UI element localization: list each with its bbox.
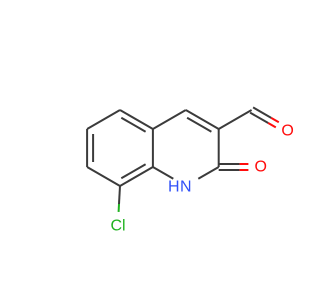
bond-c4a-c4 — [119, 109, 154, 130]
bond-cho-o-c — [252, 106, 272, 119]
keto-oxygen-label: O — [255, 159, 267, 176]
bond-c4a-c4-inner — [120, 116, 147, 133]
bond-c8a-n1 — [152, 166, 174, 180]
bond-c8-c7 — [86, 166, 121, 187]
aldehyde-oxygen-label: O — [281, 123, 293, 140]
bond-c4-c3 — [185, 109, 220, 130]
nitrogen-label: N — [180, 179, 192, 196]
bond-c8-cl-a — [118, 185, 121, 205]
nh-hydrogen-label: H — [168, 179, 180, 196]
bond-c3-cho — [218, 109, 253, 130]
bond-c2-n1 — [197, 166, 220, 180]
bond-cho-o-a — [249, 111, 269, 124]
bond-c8a-c8 — [119, 166, 154, 187]
bond-c4a-c4r — [152, 109, 187, 130]
bond-cho-o-d — [270, 117, 280, 124]
chlorine-label: Cl — [110, 218, 125, 235]
bond-c4-c3-inner — [186, 116, 212, 133]
structure-diagram: O O NH Cl — [86, 106, 294, 235]
bond-cho-o-b — [267, 122, 277, 129]
bond-c8a-c8-inner — [120, 163, 147, 180]
bond-c5-c4a — [86, 109, 121, 130]
